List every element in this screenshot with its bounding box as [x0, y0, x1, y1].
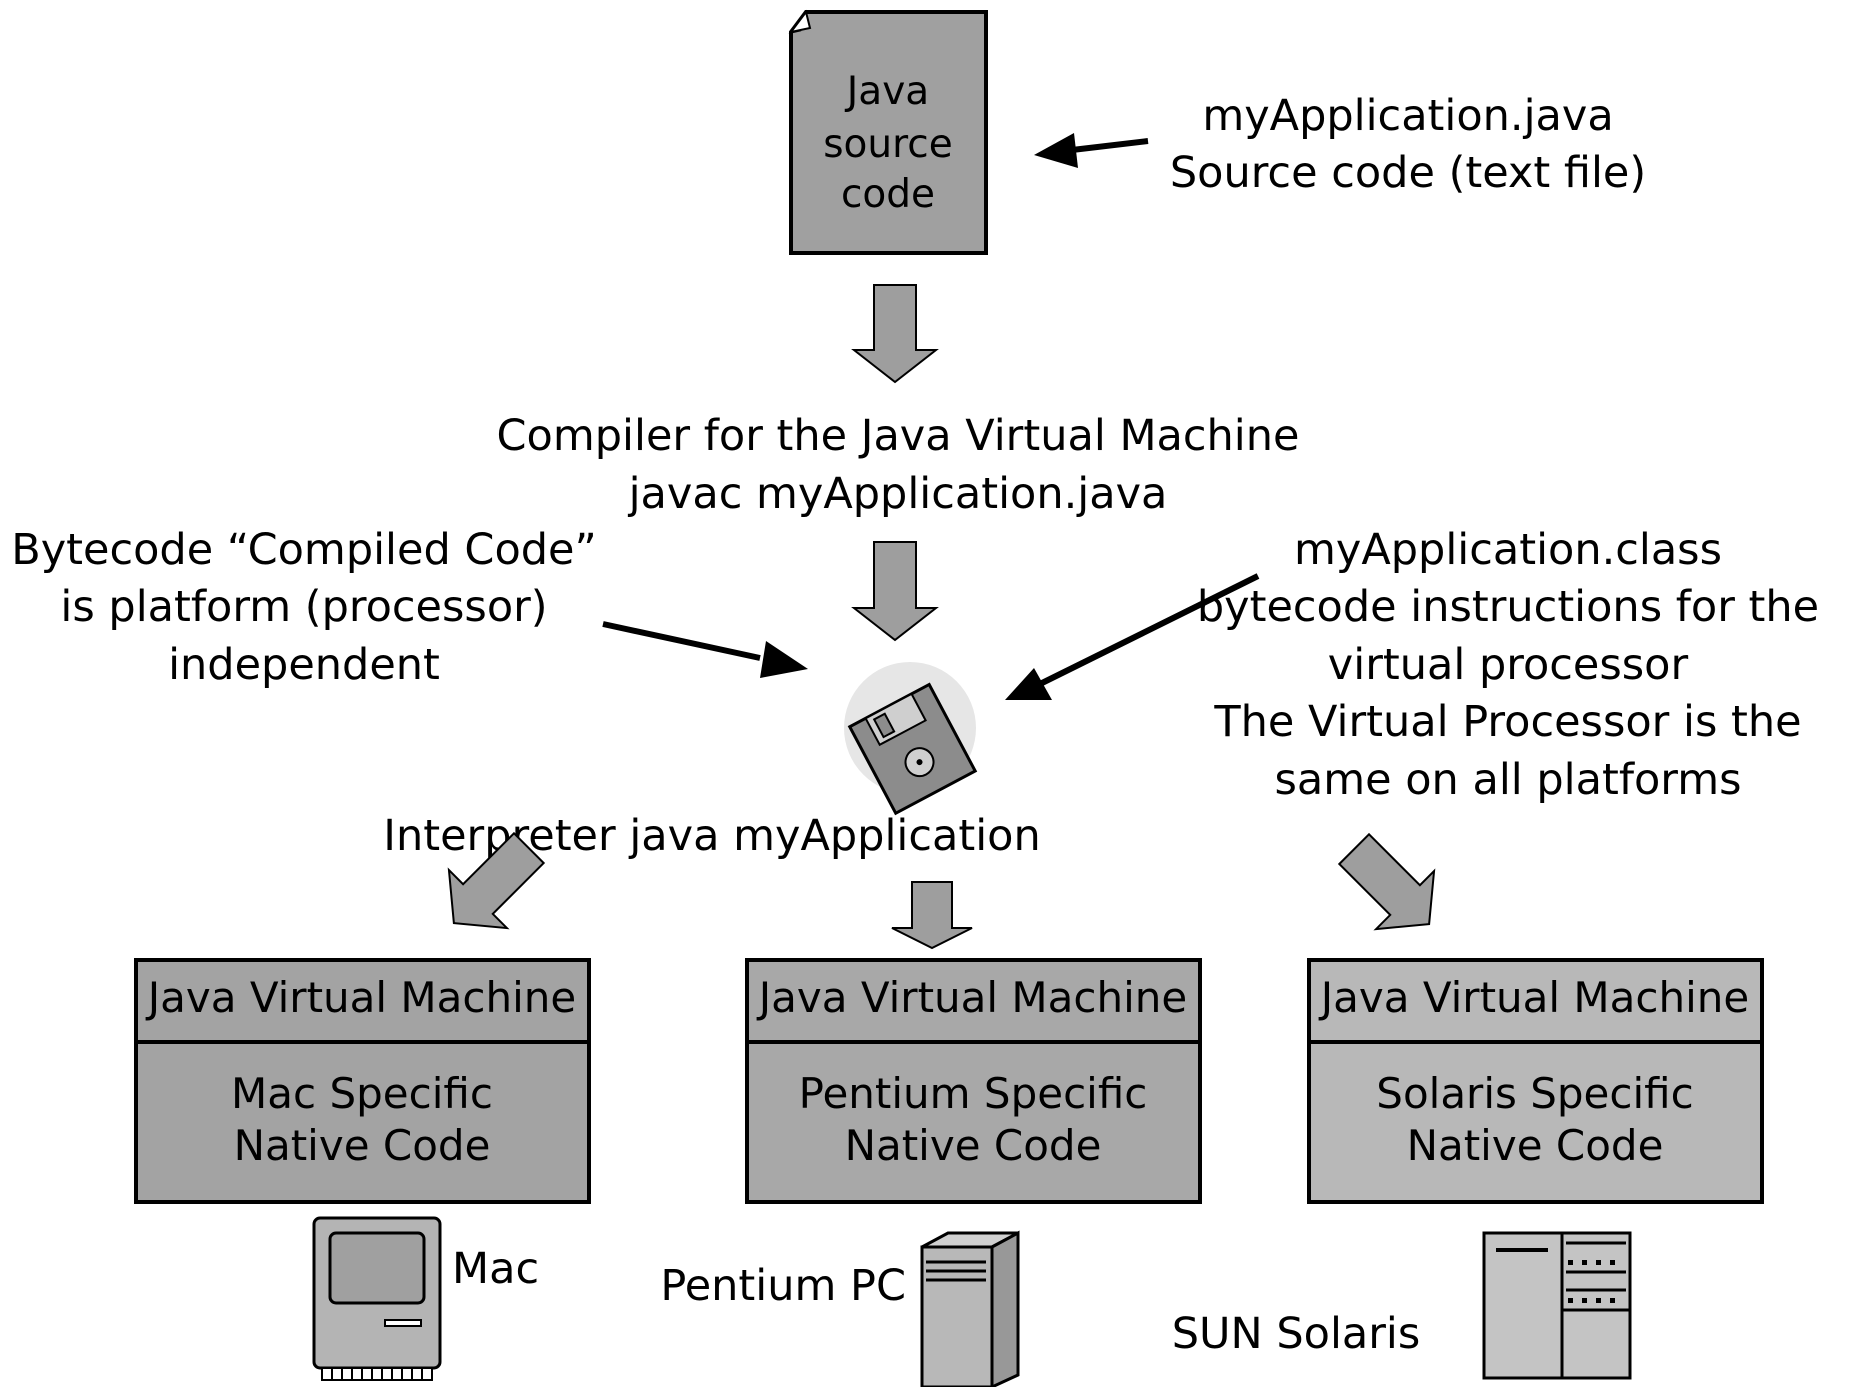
- source-file-document: Java source code: [788, 9, 988, 255]
- source-annotation-line: Source code (text file): [1170, 148, 1646, 198]
- jvm-label: Java Virtual Machine: [756, 973, 1187, 1022]
- compiler-label-line: Compiler for the Java Virtual Machine: [497, 411, 1300, 461]
- compiler-label-line: javac myApplication.java: [628, 469, 1168, 519]
- interpreter-label: Interpreter java myApplication: [383, 811, 1040, 861]
- bytecode-note-arrow: [602, 621, 808, 678]
- mac-computer-icon: [312, 1216, 442, 1381]
- jvm-label: Java Virtual Machine: [1318, 973, 1749, 1022]
- native-code-line: Pentium Specific: [799, 1069, 1148, 1118]
- bytecode-note-line: is platform (processor): [60, 582, 547, 632]
- arrow-to-mac: [447, 831, 546, 930]
- platform-solaris: Java Virtual Machine Solaris Specific Na…: [1307, 958, 1764, 1204]
- sun-workstation-icon: [1482, 1231, 1632, 1380]
- native-code-line: Solaris Specific: [1376, 1069, 1693, 1118]
- class-note-line: myApplication.class: [1294, 525, 1722, 575]
- arrow-to-pentium: [891, 881, 973, 950]
- platform-mac: Java Virtual Machine Mac Specific Native…: [134, 958, 591, 1204]
- jvm-label: Java Virtual Machine: [145, 973, 576, 1022]
- class-note-line: bytecode instructions for the: [1197, 582, 1819, 632]
- machine-label-solaris: SUN Solaris: [1172, 1309, 1421, 1359]
- pc-tower-icon: [920, 1230, 1020, 1387]
- source-file-line: Java: [844, 69, 929, 114]
- platform-pentium: Java Virtual Machine Pentium Specific Na…: [745, 958, 1202, 1204]
- source-annotation-arrow: [1034, 133, 1149, 168]
- class-note-arrow: [1005, 573, 1260, 700]
- class-note-line: virtual processor: [1328, 640, 1689, 690]
- arrow-to-solaris: [1337, 832, 1436, 931]
- native-code-line: Mac Specific: [231, 1069, 493, 1118]
- bytecode-note-line: Bytecode “Compiled Code”: [11, 525, 597, 575]
- down-arrow-bytecode: [851, 541, 939, 642]
- class-note-line: same on all platforms: [1274, 755, 1741, 805]
- machine-label-mac: Mac: [452, 1244, 539, 1294]
- native-code-line: Native Code: [234, 1121, 491, 1170]
- source-file-line: code: [841, 172, 935, 217]
- native-code-line: Native Code: [845, 1121, 1102, 1170]
- class-note-line: The Virtual Processor is the: [1213, 697, 1801, 747]
- source-annotation-line: myApplication.java: [1202, 91, 1613, 141]
- bytecode-note-line: independent: [168, 640, 440, 690]
- floppy-disk-icon: [844, 662, 978, 816]
- down-arrow-compile: [851, 284, 939, 384]
- machine-label-pentium: Pentium PC: [660, 1261, 906, 1311]
- native-code-line: Native Code: [1407, 1121, 1664, 1170]
- source-file-line: source: [823, 122, 953, 167]
